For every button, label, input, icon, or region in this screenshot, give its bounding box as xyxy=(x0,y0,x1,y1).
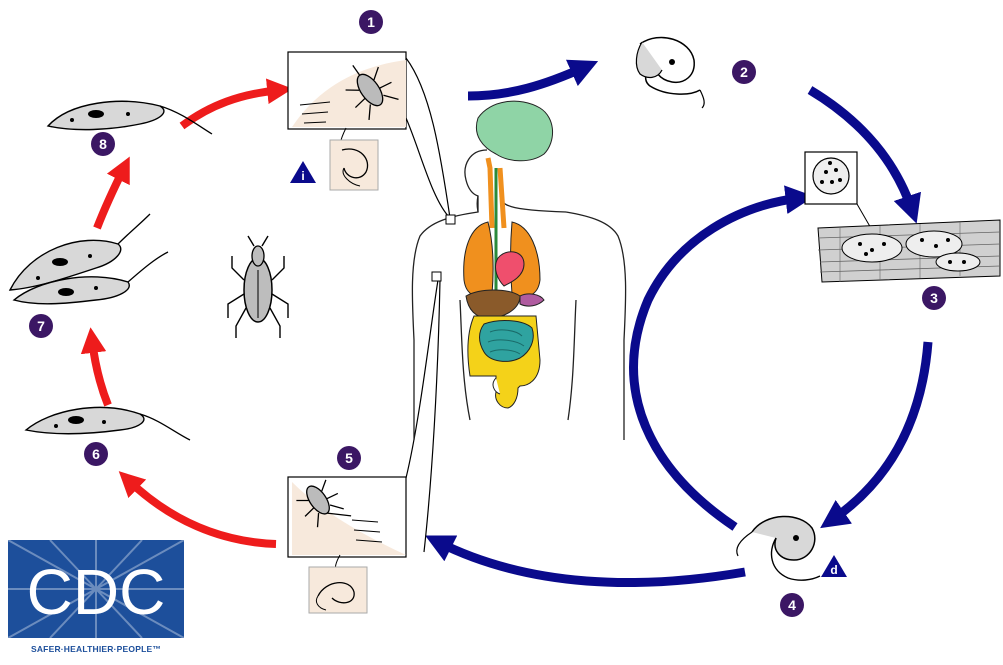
stage-badge-1: 1 xyxy=(359,10,383,34)
svg-text:5: 5 xyxy=(345,450,353,466)
stage-badge-5: 5 xyxy=(337,446,361,470)
epimastigote-icon xyxy=(26,407,190,440)
svg-text:2: 2 xyxy=(740,64,748,80)
arrow-4-to-3-reinvasion xyxy=(634,198,800,527)
svg-text:d: d xyxy=(830,563,837,577)
svg-text:3: 3 xyxy=(930,290,938,306)
stage-badge-2: 2 xyxy=(732,60,756,84)
cdc-tagline: SAFER·HEALTHIER·PEOPLE™ xyxy=(31,644,161,654)
svg-text:i: i xyxy=(301,169,304,183)
svg-text:8: 8 xyxy=(99,136,107,152)
arrow-4-to-5 xyxy=(438,542,745,583)
stage-badge-4: 4 xyxy=(780,593,804,617)
stage-badge-7: 7 xyxy=(29,314,53,338)
arrow-3-to-4 xyxy=(832,342,928,520)
stage-badge-8: 8 xyxy=(91,132,115,156)
brain-icon xyxy=(476,101,552,161)
arrow-7-to-8 xyxy=(97,168,124,228)
arrow-5-to-6 xyxy=(128,480,276,544)
stage-badge-6: 6 xyxy=(84,442,108,466)
arrow-6-to-7 xyxy=(92,340,108,405)
diagnostic-stage-marker: d xyxy=(821,555,847,577)
liver-icon xyxy=(466,290,520,318)
svg-text:7: 7 xyxy=(37,318,45,334)
svg-text:4: 4 xyxy=(788,597,796,613)
epimastigote-icon xyxy=(10,214,168,304)
inset-5-trypomastigote xyxy=(309,567,367,613)
infected-cell-icon xyxy=(805,152,872,230)
cdc-logo-text: CDC xyxy=(27,556,166,628)
arrow-8-to-1 xyxy=(182,90,280,126)
human-anatomy-icon xyxy=(412,101,625,440)
arrow-1-to-2 xyxy=(468,67,585,96)
cdc-logo: CDC SAFER·HEALTHIER·PEOPLE™ xyxy=(8,540,184,654)
panel-5-bite xyxy=(288,475,406,575)
trypomastigote-icon xyxy=(737,516,820,580)
stage-badge-3: 3 xyxy=(922,286,946,310)
svg-text:6: 6 xyxy=(92,446,100,462)
svg-text:1: 1 xyxy=(367,14,375,30)
trypomastigote-icon xyxy=(636,37,704,108)
kissing-bug-icon xyxy=(228,236,288,338)
muscle-tissue-icon xyxy=(818,220,1000,282)
infective-stage-marker: i xyxy=(290,161,316,183)
inset-1-trypomastigote xyxy=(330,140,378,190)
